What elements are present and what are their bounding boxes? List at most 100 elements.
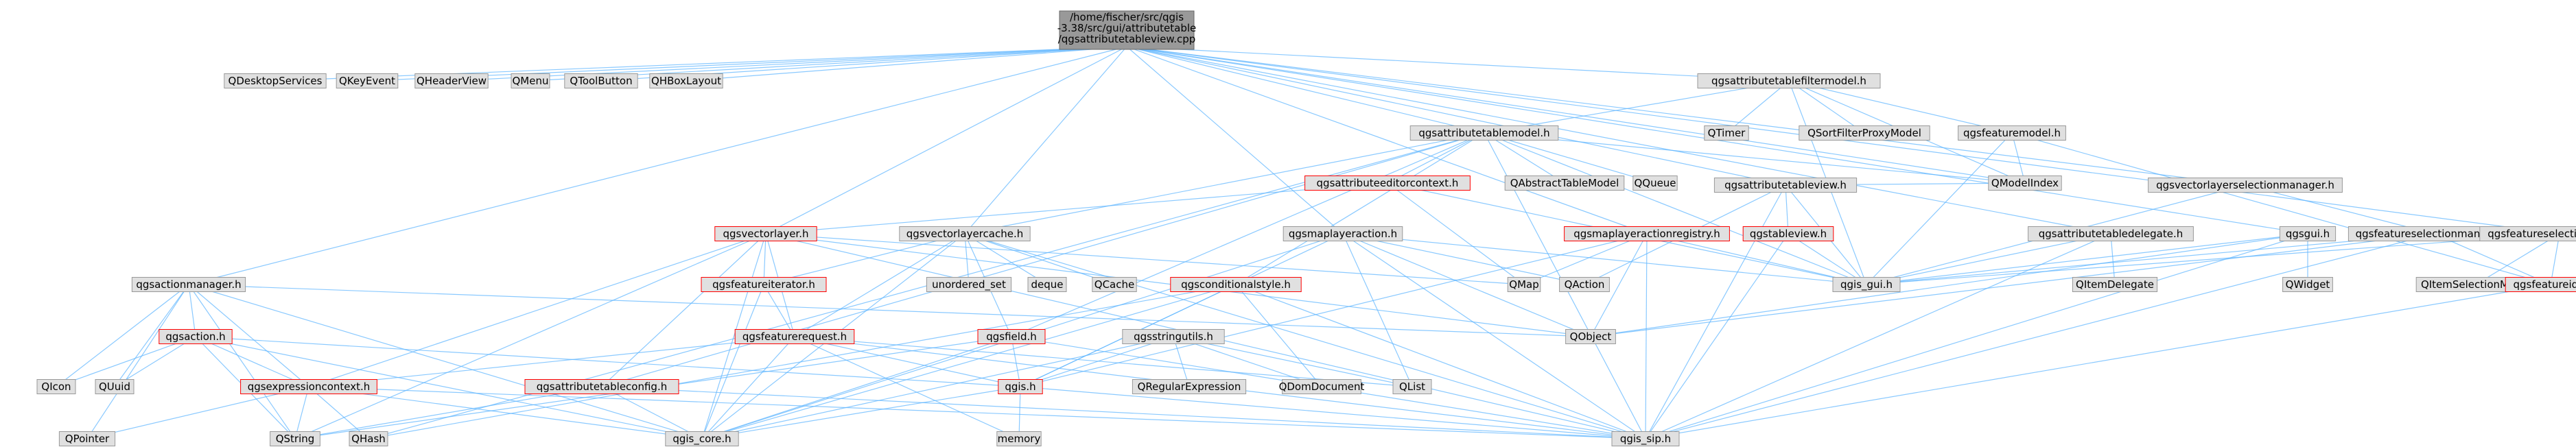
node-qgsattributeeditorcontext-box — [1304, 176, 1471, 191]
edge-qgsmaplayeractionregistry-to-QObject — [1590, 233, 1648, 337]
node-qgis[interactable]: qgis.h — [998, 379, 1043, 394]
node-memory[interactable]: memory — [996, 431, 1042, 446]
node-qgsfeaturerequest[interactable]: qgsfeaturerequest.h — [734, 329, 855, 344]
edge-qgsvectorlayer-to-qgsattributetableconfig — [601, 233, 766, 387]
node-QKeyEvent-label: QKeyEvent — [339, 75, 395, 87]
node-qgsfeatureselectionmanager-label: qgsfeatureselectionmanager.h — [2356, 228, 2513, 240]
node-qgstableview[interactable]: qgstableview.h — [1742, 226, 1834, 241]
edge-root-to-qgsmapmayeraction — [1126, 46, 1344, 234]
node-qgsfeaturemodel-label: qgsfeaturemodel.h — [1963, 127, 2061, 139]
node-QTimer-label: QTimer — [1708, 127, 1746, 139]
node-qgsvectorlayerselectionmanager[interactable]: qgsvectorlayerselectionmanager.h — [2148, 178, 2343, 193]
node-qgsgui[interactable]: qgsgui.h — [2279, 226, 2337, 241]
node-QTimer-box — [1704, 125, 1749, 141]
node-qgsfeatureiterator[interactable]: qgsfeatureiterator.h — [701, 277, 827, 292]
edge-qgsexpressioncontext-to-QPointer — [86, 386, 309, 439]
node-QDesktopServices[interactable]: QDesktopServices — [224, 73, 327, 88]
node-qgis_gui[interactable]: qgis_gui.h — [1832, 277, 1901, 292]
node-QItemDelegate[interactable]: QItemDelegate — [2072, 277, 2158, 292]
node-deque[interactable]: deque — [1027, 277, 1067, 292]
node-QQueue[interactable]: QQueue — [1632, 176, 1678, 191]
edge-qgsattributeeditorcontext-to-qgsvectorlayer — [765, 182, 1388, 234]
node-QHeaderView[interactable]: QHeaderView — [414, 73, 489, 88]
node-qgsattributetablefiltermodel[interactable]: qgsattributetablefiltermodel.h — [1697, 73, 1881, 88]
edge-qgsstringutils-to-QDomDocument — [1173, 336, 1322, 387]
node-QHBoxLayout[interactable]: QHBoxLayout — [649, 73, 723, 88]
node-qgsaction[interactable]: qgsaction.h — [159, 329, 233, 344]
edge-qgsmapmayeraction-to-QObject — [1342, 233, 1591, 337]
edge-qgsactionmanager-to-QString — [188, 284, 296, 439]
node-QKeyEvent[interactable]: QKeyEvent — [336, 73, 399, 88]
node-qgsattributetabledelegate[interactable]: qgsattributetabledelegate.h — [2028, 226, 2194, 241]
node-QObject[interactable]: QObject — [1565, 329, 1616, 344]
node-qgsattributetablemodel[interactable]: qgsattributetablemodel.h — [1409, 125, 1559, 141]
edge-qgsfeatureiterator-to-qgsfeaturerequest — [763, 284, 795, 337]
node-qgsattributetableconfig-label: qgsattributetableconfig.h — [537, 380, 667, 393]
edge-qgsactionmanager-to-QIcon — [56, 284, 189, 387]
edge-qgsattributetablefiltermodel-to-QSortFilterProxyModel — [1788, 80, 1865, 134]
node-QModelIndex[interactable]: QModelIndex — [1988, 176, 2062, 191]
node-qgsfeaturemodel[interactable]: qgsfeaturemodel.h — [1958, 125, 2066, 141]
node-QMenu[interactable]: QMenu — [511, 73, 550, 88]
node-qgsfield[interactable]: qgsfield.h — [977, 329, 1046, 344]
edge-qgsfeatureselectionmanager-to-qgis_gui — [1866, 233, 2435, 285]
node-qgsattributetableview[interactable]: qgsattributetableview.h — [1713, 178, 1858, 193]
node-qgis_sip[interactable]: qgis_sip.h — [1611, 431, 1680, 446]
node-QIcon[interactable]: QIcon — [36, 379, 76, 394]
edge-root-to-QHBoxLayout — [686, 46, 1127, 82]
edge-qgsaction-to-QUuid — [114, 336, 196, 387]
node-qgsfeaturerequest-box — [734, 329, 855, 344]
node-qgsexpressioncontext[interactable]: qgsexpressioncontext.h — [240, 379, 377, 394]
edge-qgsaction-to-qgis — [195, 336, 1021, 387]
node-QAbstractTableModel[interactable]: QAbstractTableModel — [1504, 176, 1625, 191]
node-qgsfeatureselectionmodel-box — [2479, 226, 2576, 241]
node-qgsstringutils[interactable]: qgsstringutils.h — [1122, 329, 1225, 344]
node-QToolButton[interactable]: QToolButton — [564, 73, 638, 88]
node-qgis_core[interactable]: qgis_core.h — [665, 431, 739, 446]
node-qgsmapmayeraction[interactable]: qgsmaplayeraction.h — [1283, 226, 1403, 241]
node-QHash[interactable]: QHash — [349, 431, 388, 446]
node-QList-box — [1392, 379, 1432, 394]
node-QCache[interactable]: QCache — [1092, 277, 1137, 292]
edge-qgsvectorlayercache-to-qgis_sip — [964, 233, 1646, 439]
node-unordered_set[interactable]: unordered_set — [926, 277, 1012, 292]
node-qgsvectorlayercache[interactable]: qgsvectorlayercache.h — [899, 226, 1031, 241]
node-QMap[interactable]: QMap — [1507, 277, 1541, 292]
node-qgsfeatureselectionmodel[interactable]: qgsfeatureselectionmodel.h — [2479, 226, 2576, 241]
node-qgsmaplayeractionregistry[interactable]: qgsmaplayeractionregistry.h — [1564, 226, 1730, 241]
edge-qgsmaplayeractionregistry-to-QMap — [1523, 233, 1648, 285]
node-qgis_sip-box — [1611, 431, 1680, 446]
node-QString[interactable]: QString — [270, 431, 320, 446]
node-qgsfeatureid[interactable]: qgsfeatureid.h — [2505, 277, 2576, 292]
node-QWidget[interactable]: QWidget — [2282, 277, 2333, 292]
edge-qgsattributetableconfig-to-qgis_sip — [601, 386, 1646, 439]
node-QCache-label: QCache — [1094, 278, 1134, 291]
node-qgsfeatureselectionmanager[interactable]: qgsfeatureselectionmanager.h — [2347, 226, 2520, 241]
edge-qgsactionmanager-to-qgsaction — [188, 284, 196, 337]
edge-qgsattributetableconfig-to-qgis_core — [601, 386, 703, 439]
node-QUuid-label: QUuid — [99, 380, 130, 393]
node-QHeaderView-label: QHeaderView — [417, 75, 487, 87]
edge-qgsattributetablemodel-to-qgsfield — [1011, 132, 1485, 337]
node-QUuid[interactable]: QUuid — [95, 379, 134, 394]
edge-qgsattributeeditorcontext-to-QMap — [1387, 182, 1525, 285]
node-qgsconditionalstyle[interactable]: qgsconditionalstyle.h — [1170, 277, 1302, 292]
node-memory-box — [996, 431, 1042, 446]
node-QPointer[interactable]: QPointer — [58, 431, 116, 446]
node-QToolButton-label: QToolButton — [570, 75, 632, 87]
node-qgsactionmanager[interactable]: qgsactionmanager.h — [131, 277, 246, 292]
node-qgsattributetableconfig[interactable]: qgsattributetableconfig.h — [524, 379, 679, 394]
node-QSortFilterProxyModel[interactable]: QSortFilterProxyModel — [1799, 125, 1930, 141]
node-qgsfeatureid-label: qgsfeatureid.h — [2514, 278, 2576, 291]
edge-qgsexpressioncontext-to-QHash — [308, 386, 369, 439]
node-qgsattributeeditorcontext[interactable]: qgsattributeeditorcontext.h — [1304, 176, 1471, 191]
node-QList[interactable]: QList — [1392, 379, 1432, 394]
node-QAction[interactable]: QAction — [1559, 277, 1610, 292]
node-qgsvectorlayer[interactable]: qgsvectorlayer.h — [714, 226, 817, 241]
node-QDomDocument[interactable]: QDomDocument — [1279, 379, 1365, 394]
node-QRegularExpression[interactable]: QRegularExpression — [1132, 379, 1247, 394]
edge-root-to-qgsvectorlayer — [765, 46, 1127, 234]
node-root-file[interactable]: /home/fischer/src/qgis-3.38/src/gui/attr… — [1057, 10, 1197, 50]
node-QTimer[interactable]: QTimer — [1704, 125, 1749, 141]
edge-qgsattributetableconfig-to-QString — [294, 386, 602, 439]
